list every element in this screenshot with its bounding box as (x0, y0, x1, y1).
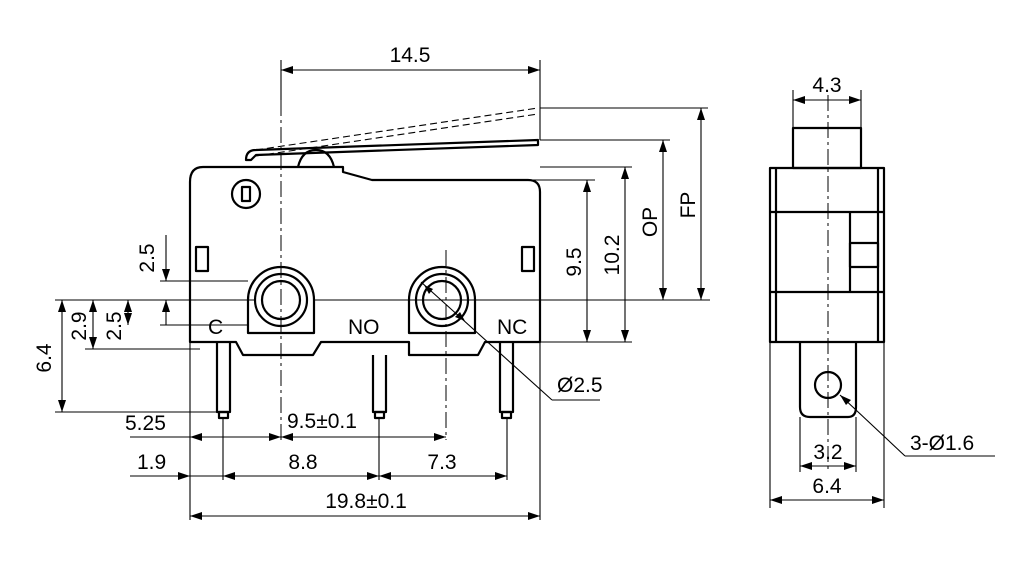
dim-actuator-length: 14.5 (390, 44, 431, 67)
dim-offset-5-25: 5.25 (125, 412, 166, 435)
dim-terminal-holes: 3-Ø1.6 (910, 432, 974, 455)
terminal-pins (215, 342, 515, 420)
dim-side-6-4: 6.4 (812, 475, 842, 498)
actuator-roller (296, 148, 336, 168)
actuator-lever (244, 138, 540, 162)
dim-overall-length: 19.8±0.1 (325, 490, 407, 513)
dim-hole-spacing-c: 2.5 (136, 243, 159, 272)
dim-height-9-5: 9.5 (563, 247, 586, 276)
actuator-lever-operated-2 (255, 113, 539, 157)
dim-op: OP (639, 207, 662, 237)
dim-hole-diameter: Ø2.5 (557, 374, 603, 397)
dim-left-2-5: 2.5 (103, 311, 126, 340)
slot-left (194, 245, 210, 273)
dim-left-6-4: 6.4 (33, 343, 56, 373)
terminal-label-nc: NC (497, 316, 527, 339)
terminal-label-no: NO (348, 316, 380, 339)
front-dimension-lines (55, 60, 710, 520)
side-terminal (798, 342, 858, 419)
side-dimension-lines (769, 90, 995, 508)
terminal-label-c: C (208, 316, 223, 339)
dim-pitch-8-8: 8.8 (288, 451, 317, 474)
actuator-lever-operated (255, 107, 539, 151)
dim-hole-pitch: 9.5±0.1 (287, 410, 357, 433)
dim-offset-1-9: 1.9 (137, 451, 166, 474)
dim-pitch-7-3: 7.3 (427, 451, 456, 474)
front-view (188, 100, 542, 440)
dim-fp: FP (677, 192, 700, 219)
dim-left-2-9: 2.9 (68, 311, 91, 340)
side-view (768, 95, 886, 470)
dim-height-10-2: 10.2 (601, 235, 624, 276)
marking-circle (230, 178, 262, 210)
marking-glyph (240, 185, 252, 203)
dimension-labels: 14.5 4.3 9.5 10.2 OP FP 2.5 2.9 2.5 6.4 … (33, 44, 974, 513)
side-body (768, 166, 886, 344)
side-actuator (791, 126, 863, 170)
slot-right (520, 245, 536, 273)
dim-side-3-2: 3.2 (813, 441, 842, 464)
dim-side-width-top: 4.3 (812, 74, 841, 97)
